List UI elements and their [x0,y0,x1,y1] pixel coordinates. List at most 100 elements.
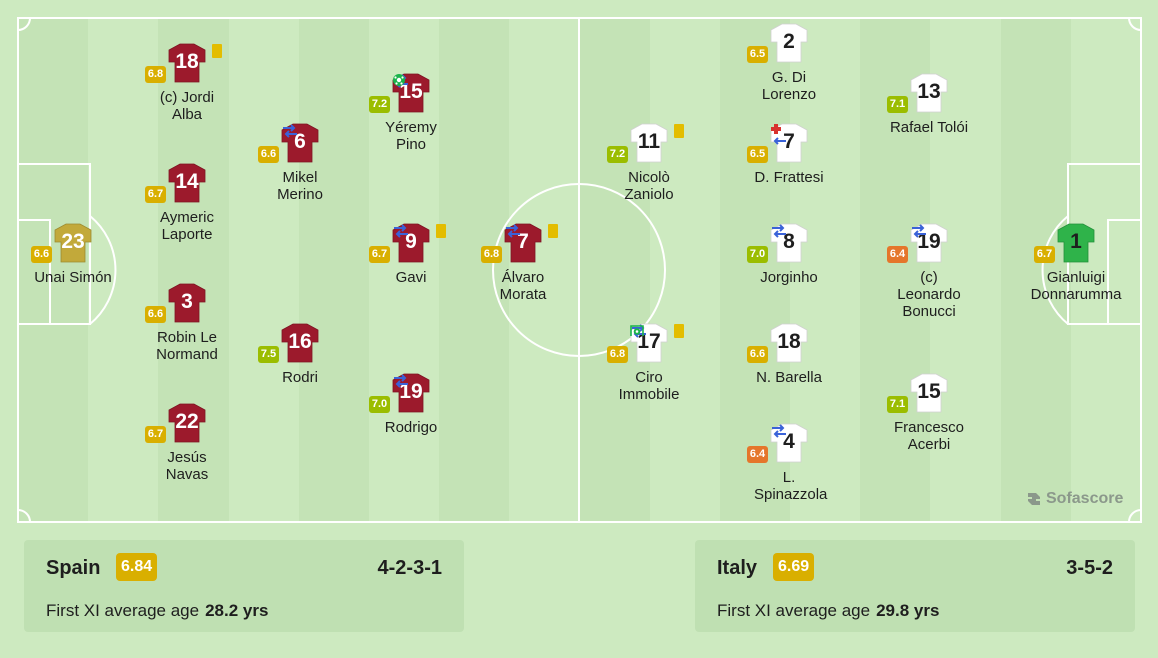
shirt-number: 2 [783,30,795,53]
player-rating: 6.5 [747,146,768,163]
shirt-icon: 4 6.4 [747,423,808,463]
shirt-icon: 7 6.8 [481,223,558,263]
shirt-number: 18 [777,330,801,353]
player-italy-leonardo-bonucci[interactable]: 19 6.4 (c) Leonardo Bonucci [864,223,994,320]
shirt-number: 11 [637,130,661,153]
team-formation: 3-5-2 [1066,557,1113,579]
player-rating: 7.0 [747,246,768,263]
pitch-stripes [18,18,1141,522]
shirt-icon: 19 7.0 [369,373,430,413]
sofascore-logo: Sofascore [1026,490,1123,508]
player-rating: 6.6 [31,246,52,263]
player-italy-immobile[interactable]: 17 6.8 Ciro Immobile [584,323,714,403]
player-rating: 6.6 [258,146,279,163]
shirt-number: 13 [917,80,941,103]
player-italy-jorginho[interactable]: 8 7.0 Jorginho [724,223,854,286]
yellow-card-icon [548,224,558,238]
player-rating: 6.7 [145,186,166,203]
player-name: Unai Simón [34,269,112,286]
player-italy-spinazzola[interactable]: 4 6.4 L. Spinazzola [724,423,854,503]
shirt-number: 19 [399,380,423,403]
player-spain-alvaro-morata[interactable]: 7 6.8 Álvaro Morata [458,223,588,303]
player-rating: 6.4 [887,246,908,263]
shirt-icon: 8 7.0 [747,223,808,263]
substitution-icon [506,224,520,238]
player-name: Ciro Immobile [618,369,680,403]
player-name: Nicolò Zaniolo [624,169,674,203]
player-rating: 6.5 [747,46,768,63]
player-spain-jesus-navas[interactable]: 22 6.7 Jesús Navas [122,403,252,483]
goal-net-ball-icon [630,325,644,336]
player-italy-barella[interactable]: 18 6.6 N. Barella [724,323,854,386]
player-name: Rodrigo [384,419,438,436]
player-name: Gianluigi Donnarumma [1030,269,1122,303]
player-rating: 7.5 [258,346,279,363]
player-spain-yeremy-pino[interactable]: 15 7.2 Yéremy Pino [346,73,476,153]
shirt-icon: 7 6.5 [747,123,808,163]
player-spain-gavi[interactable]: 9 6.7 Gavi [346,223,476,286]
shirt-number: 22 [175,410,199,433]
player-name: N. Barella [756,369,822,386]
player-italy-rafael-toloi[interactable]: 13 7.1 Rafael Tolói [864,73,994,136]
shirt-icon: 18 6.8 [145,43,222,83]
player-italy-zaniolo[interactable]: 11 7.2 Nicolò Zaniolo [584,123,714,203]
shirt-icon: 22 6.7 [145,403,206,443]
player-rating: 7.1 [887,96,908,113]
yellow-card-icon [212,44,222,58]
player-rating: 6.8 [481,246,502,263]
shirt-icon: 2 6.5 [747,23,808,63]
player-name: Rodri [282,369,318,386]
shirt-icon: 23 6.6 [31,223,92,263]
player-name: Robin Le Normand [156,329,218,363]
player-rating: 7.2 [607,146,628,163]
shirt-icon: 11 7.2 [607,123,684,163]
player-spain-aymeric-laporte[interactable]: 14 6.7 Aymeric Laporte [122,163,252,243]
player-italy-frattesi[interactable]: 7 6.5 D. Frattesi [724,123,854,186]
shirt-number: 7 [517,230,529,253]
shirt-icon: 15 7.2 [369,73,430,113]
yellow-card-icon [674,324,684,338]
player-spain-rodri[interactable]: 16 7.5 Rodri [235,323,365,386]
player-name: Álvaro Morata [499,269,547,303]
shirt-icon: 15 7.1 [887,373,948,413]
shirt-number: 6 [294,130,306,153]
shirt-icon: 14 6.7 [145,163,206,203]
shirt-number: 3 [181,290,193,313]
shirt-icon: 16 7.5 [258,323,319,363]
shirt-icon: 3 6.6 [145,283,206,323]
team-rating-badge: 6.69 [773,553,815,581]
substitution-icon [773,137,786,145]
sofascore-logo-icon [1028,493,1040,505]
player-name: Gavi [395,269,427,286]
player-italy-di-lorenzo[interactable]: 2 6.5 G. Di Lorenzo [724,23,854,103]
shirt-icon: 19 6.4 [887,223,948,263]
shirt-number: 15 [399,80,423,103]
brand-name: Sofascore [1046,490,1124,507]
substitution-icon [394,224,408,238]
player-rating: 6.7 [1034,246,1055,263]
player-italy-francesco-acerbi[interactable]: 15 7.1 Francesco Acerbi [864,373,994,453]
substitution-icon [912,224,926,238]
player-spain-mikel-merino[interactable]: 6 6.6 Mikel Merino [235,123,365,203]
player-spain-rodrigo[interactable]: 19 7.0 Rodrigo [346,373,476,436]
average-age-label: First XI average age [46,601,200,620]
shirt-number: 15 [917,380,941,403]
shirt-icon: 17 6.8 [607,323,684,363]
shirt-number: 19 [917,230,941,253]
player-italy-gianluigi-donnarumma[interactable]: 1 6.7 Gianluigi Donnarumma [1011,223,1141,303]
average-age-label: First XI average age [717,601,871,620]
shirt-number: 4 [783,430,795,453]
shirt-number: 16 [288,330,312,353]
player-name: (c) Leonardo Bonucci [897,269,961,320]
player-spain-jordi-alba[interactable]: 18 6.8 (c) Jordi Alba [122,43,252,123]
player-rating: 6.8 [145,66,166,83]
player-name: Aymeric Laporte [160,209,214,243]
shirt-icon: 9 6.7 [369,223,446,263]
player-spain-unai-simon[interactable]: 23 6.6 Unai Simón [8,223,138,286]
yellow-card-icon [436,224,446,238]
team-name: Spain [46,557,101,579]
player-spain-robin-le-normand[interactable]: 3 6.6 Robin Le Normand [122,283,252,363]
shirt-number: 9 [405,230,417,253]
player-name: L. Spinazzola [754,469,828,503]
